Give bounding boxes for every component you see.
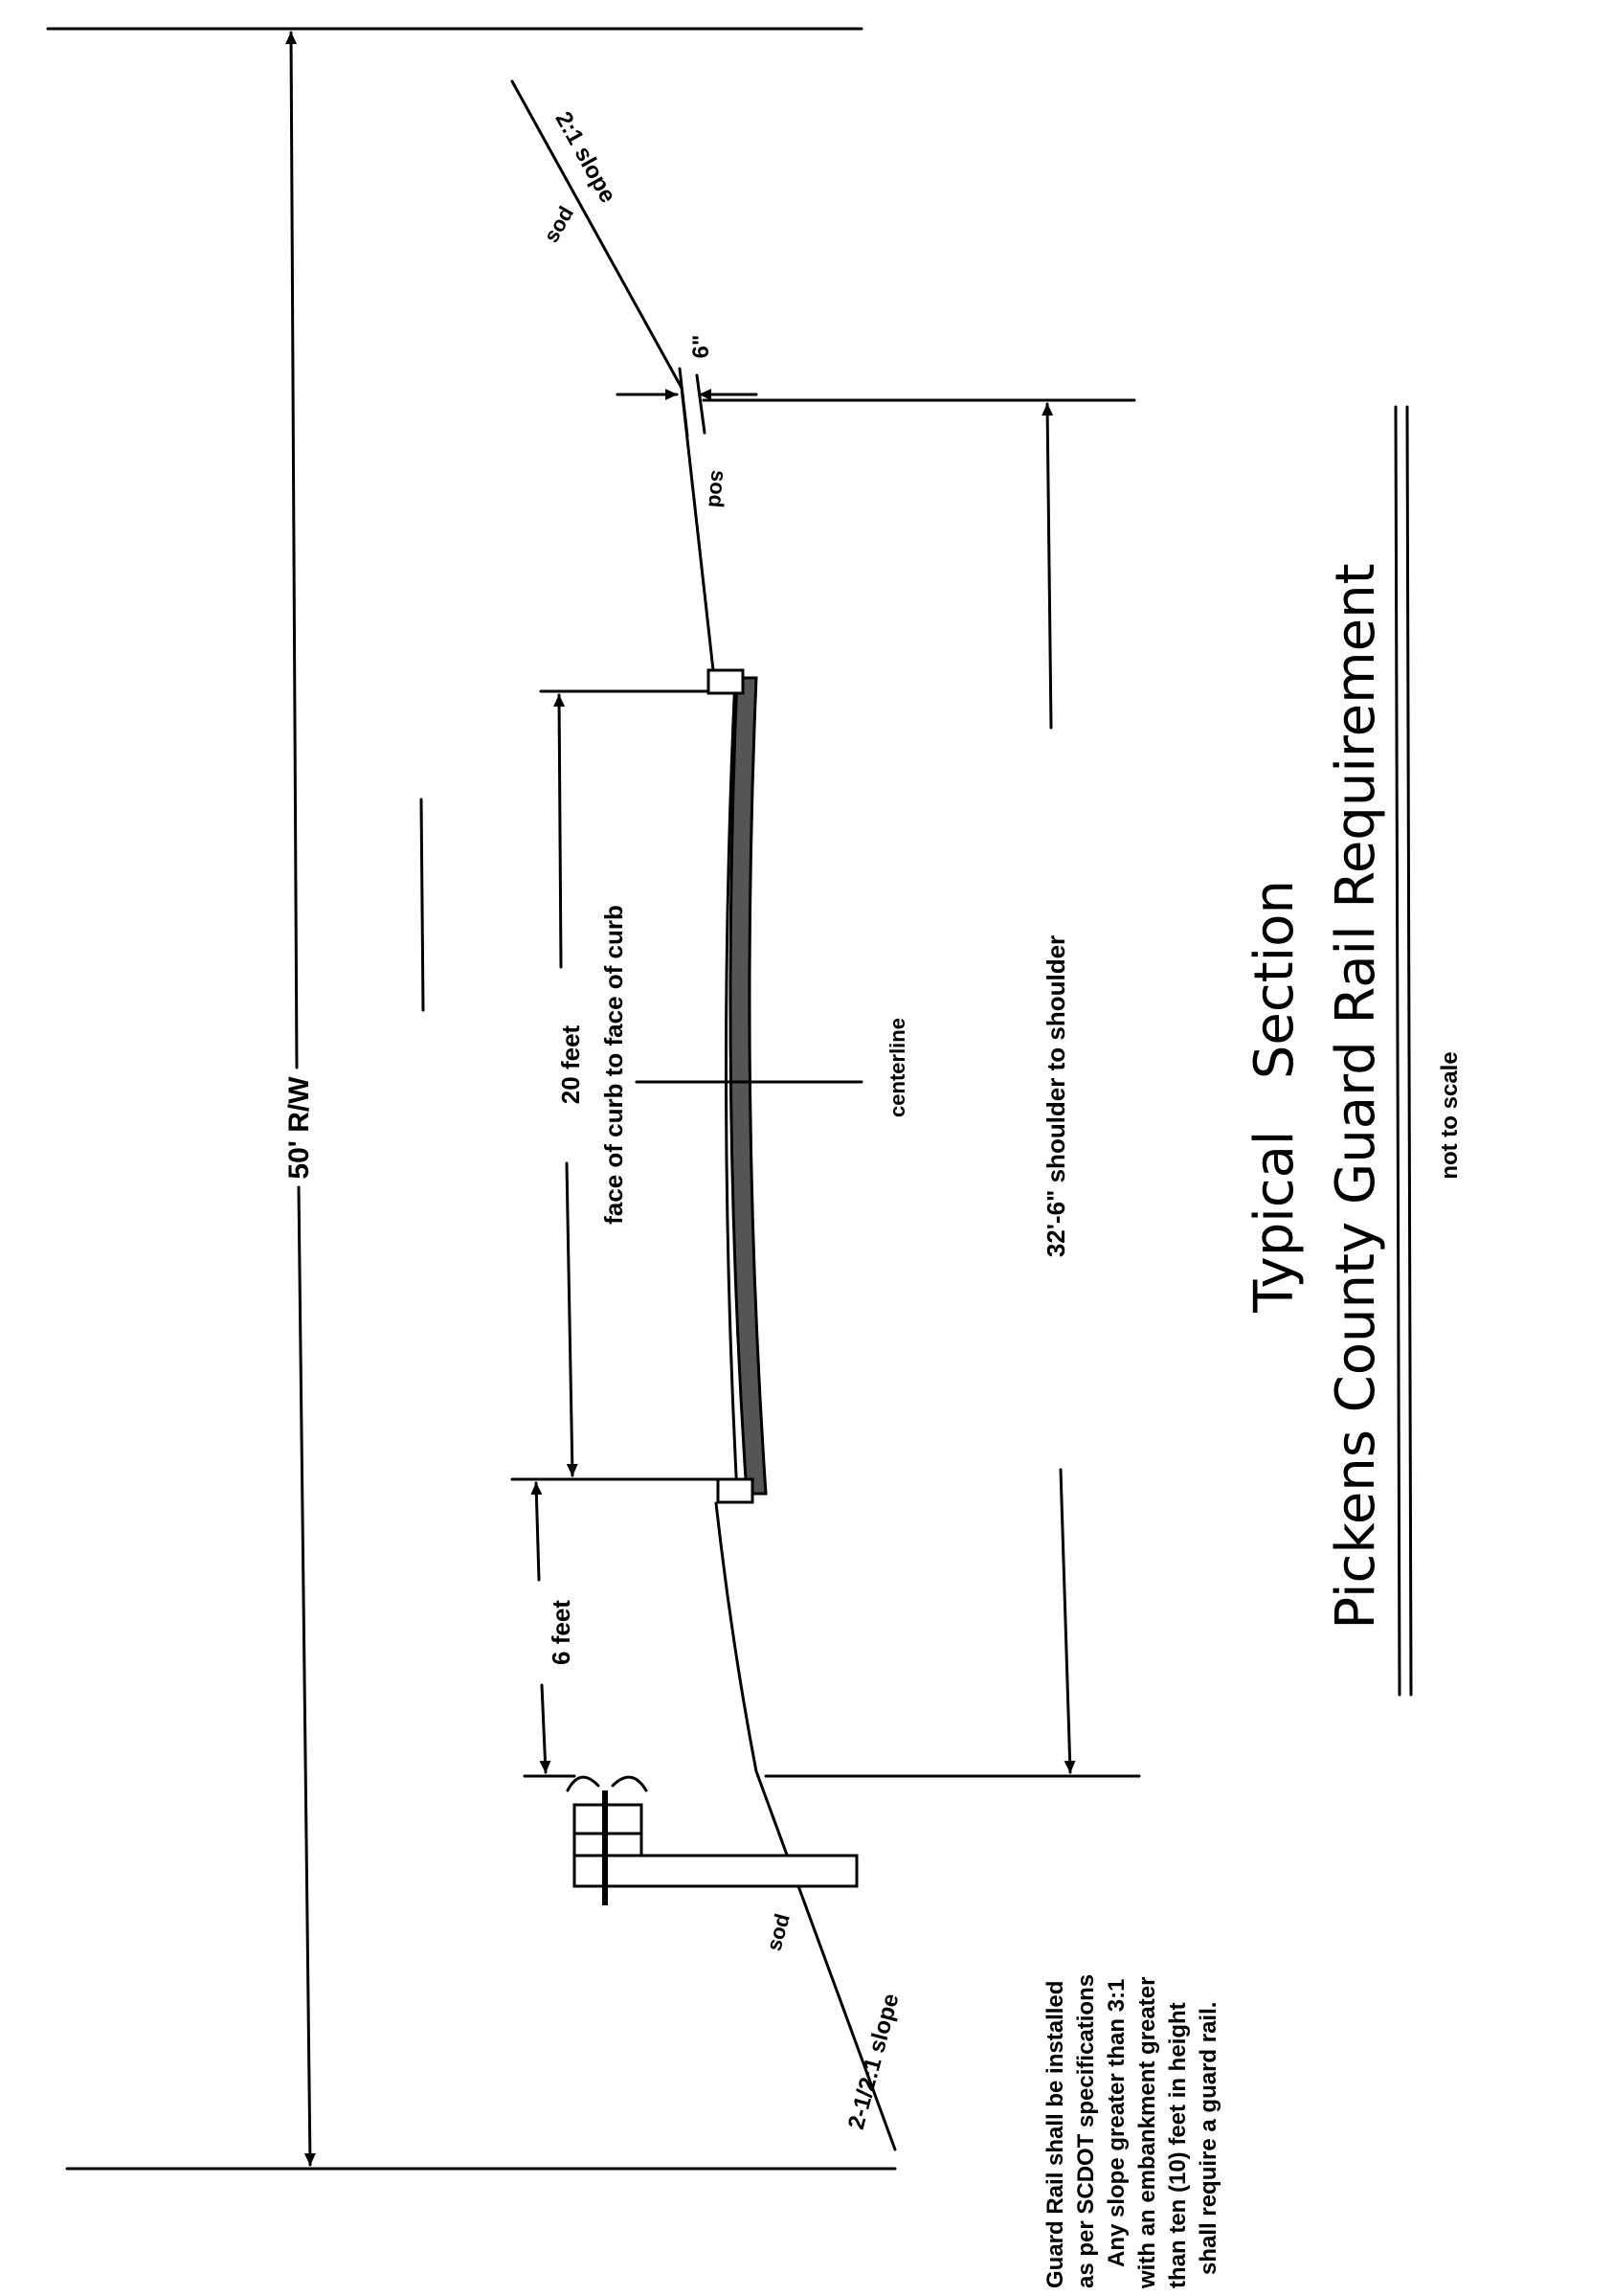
- curb-dimension-line-lower: [565, 1161, 578, 1477]
- shoulder-dimension-line-upper: [1042, 402, 1054, 730]
- title-line-1: Typical Section: [1243, 880, 1306, 1314]
- note-line-2: as per SCDOT specifications: [1073, 1974, 1099, 2288]
- note-line-3: Any slope greater than 3:1: [1104, 1979, 1130, 2267]
- bottom-shoulder-line: [714, 1501, 758, 1773]
- six-feet-label: 6 feet: [547, 1600, 575, 1665]
- pavement-section: [728, 676, 768, 1496]
- top-sod-label: sod: [704, 469, 730, 508]
- six-feet-dimension-upper: [530, 1481, 543, 1582]
- scale-note: not to scale: [1437, 1051, 1463, 1179]
- title-line-2: Pickens County Guard Rail Requirement: [1325, 563, 1387, 1629]
- sod-offset-ext-2: [695, 373, 706, 435]
- title-underline-2: [1405, 405, 1413, 1697]
- shoulder-dimension-label: 32'-6" shoulder to shoulder: [1042, 935, 1070, 1257]
- bottom-slope-label: 2-1/2:1 slope: [843, 1991, 905, 2131]
- shoulder-dimension-line-lower: [1059, 1468, 1076, 1774]
- offset-mark-line: [419, 798, 425, 1012]
- note-line-6: shall require a guard rail.: [1196, 2002, 1221, 2275]
- six-feet-dimension-lower: [539, 1683, 551, 1774]
- guard-rail-icon: [566, 1775, 859, 1905]
- note-line-4: with an embankment greater: [1134, 1977, 1160, 2289]
- curb-dimension-desc-label: face of curb to face of curb: [599, 905, 628, 1225]
- note-line-5: than ten (10) feet in height: [1165, 2002, 1191, 2288]
- curb-dimension-width-label: 20 feet: [556, 1024, 585, 1104]
- guard-rail-note: Guard Rail shall be installed as per SCD…: [1042, 1974, 1221, 2289]
- pavement-top-line: [724, 676, 739, 1496]
- curb-top: [706, 668, 745, 695]
- sod-offset-ext-1: [678, 367, 689, 438]
- top-slope-label: 2:1 slope: [550, 107, 621, 207]
- title-underline-1: [1394, 405, 1401, 1697]
- bottom-slope-line: [754, 1769, 897, 2151]
- curb-bottom: [716, 1477, 754, 1504]
- top-slope-line: [510, 79, 683, 390]
- note-line-1: Guard Rail shall be installed: [1042, 1981, 1068, 2288]
- bottom-sod-label: sod: [762, 1911, 795, 1953]
- sod-offset-label: 6": [688, 335, 714, 359]
- top-sod-slope-sod-label: sod: [539, 202, 578, 246]
- row-dimension-line-lower: [297, 1185, 316, 2167]
- centerline-label: centerline: [885, 1018, 909, 1117]
- row-dimension-line-upper: [285, 31, 299, 1069]
- curb-dimension-line-upper: [553, 693, 566, 969]
- row-dimension-label: 50' R/W: [283, 1076, 315, 1180]
